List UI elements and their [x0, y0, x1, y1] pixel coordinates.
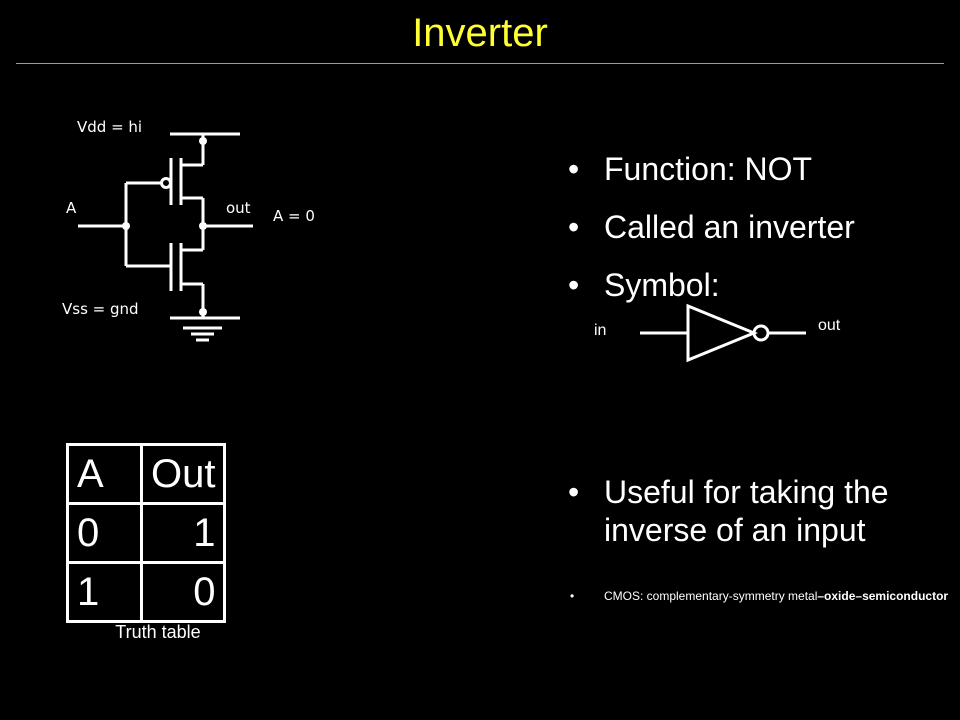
bullet-function: Function: NOT — [568, 150, 948, 188]
symbol-in-label: in — [594, 322, 607, 339]
cell-a: 1 — [66, 561, 143, 623]
slide-title: Inverter — [412, 11, 548, 55]
vss-label: Vss = gnd — [62, 300, 139, 318]
bullet-list: Function: NOT Called an inverter Symbol: — [568, 150, 948, 324]
output-node-dot — [199, 222, 207, 230]
input-node-dot — [122, 222, 130, 230]
vss-node-dot — [199, 308, 207, 316]
cell-out: 0 — [139, 561, 227, 623]
truth-table-header: A Out — [66, 443, 227, 505]
symbol-out-label: out — [818, 317, 841, 334]
table-row: 1 0 — [66, 561, 227, 623]
header-out: Out — [139, 443, 227, 505]
cmos-footnote: CMOS: complementary-symmetry metal–oxide… — [568, 588, 953, 604]
bullet-useful: Useful for taking the inverse of an inpu… — [568, 473, 948, 549]
bullet-symbol: Symbol: — [568, 266, 948, 304]
truth-table: A Out 0 1 1 0 — [66, 443, 227, 623]
title-divider — [16, 63, 944, 64]
cell-a: 0 — [66, 502, 143, 564]
pmos-bubble — [160, 177, 172, 189]
input-state-label: A = 0 — [273, 207, 315, 225]
out-label: out — [226, 199, 251, 217]
vdd-label: Vdd = hi — [77, 118, 143, 136]
gate-triangle — [686, 303, 758, 363]
vdd-node-dot — [199, 137, 207, 145]
input-a-label: A — [66, 199, 77, 217]
cell-out: 1 — [139, 502, 227, 564]
truth-table-caption: Truth table — [115, 622, 201, 642]
bullet-called: Called an inverter — [568, 208, 948, 246]
cmos-footnote-prefix: CMOS: complementary-symmetry metal — [604, 589, 818, 603]
cmos-footnote-bold: –oxide–semiconductor — [817, 589, 949, 603]
table-row: 0 1 — [66, 502, 227, 564]
header-a: A — [66, 443, 143, 505]
